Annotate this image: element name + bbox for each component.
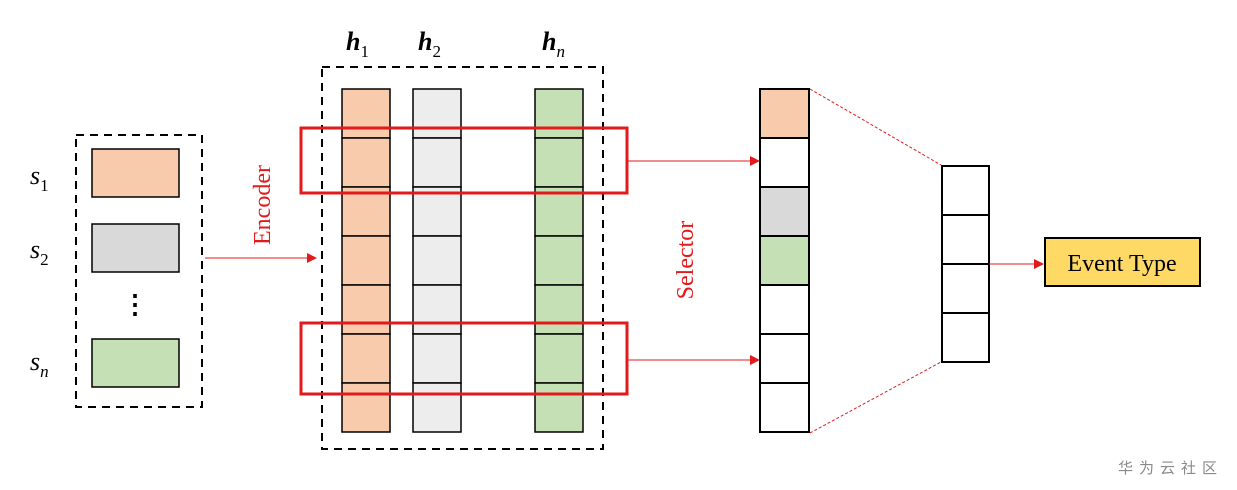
label-s1: s1 bbox=[30, 161, 49, 195]
encoder-hidden-states: h1 h2 hn bbox=[321, 27, 604, 450]
selection-window-top bbox=[299, 126, 629, 195]
label-s2: s2 bbox=[30, 235, 49, 269]
hidden-state-cell bbox=[412, 235, 462, 286]
hidden-state-cell bbox=[534, 186, 584, 237]
sentence-box-s1 bbox=[91, 148, 180, 198]
hidden-state-cell bbox=[412, 137, 462, 188]
selector-label: Selector bbox=[673, 221, 699, 300]
encoder-label: Encoder bbox=[250, 165, 276, 245]
label-h1: h1 bbox=[346, 27, 369, 61]
hidden-state-cell bbox=[341, 88, 391, 139]
selection-window-bottom bbox=[299, 321, 629, 396]
event-type-label: Event Type bbox=[1067, 251, 1176, 277]
hidden-state-cell bbox=[534, 284, 584, 335]
hidden-state-cell bbox=[341, 137, 391, 188]
label-h2: h2 bbox=[418, 27, 441, 61]
sentence-box-s2 bbox=[91, 223, 180, 273]
label-hn: hn bbox=[542, 27, 565, 61]
selected-vector-cell bbox=[759, 284, 810, 335]
hidden-state-cell bbox=[534, 382, 584, 433]
hidden-state-cell bbox=[341, 382, 391, 433]
hidden-state-cell bbox=[341, 284, 391, 335]
selected-vector-cell bbox=[759, 382, 810, 433]
pooled-vector bbox=[941, 165, 990, 363]
event-type-box bbox=[1044, 237, 1201, 287]
hidden-state-cell bbox=[412, 88, 462, 139]
pooled-vector-cell bbox=[941, 165, 990, 216]
watermark: 华为云社区 bbox=[1117, 459, 1223, 477]
input-dashed-box bbox=[75, 134, 203, 408]
ellipsis: ⋮ bbox=[122, 290, 148, 319]
hidden-state-column-3 bbox=[534, 88, 584, 433]
sentence-box-sn bbox=[91, 338, 180, 388]
selected-vector-cell bbox=[759, 186, 810, 237]
projection-line-bottom bbox=[809, 361, 942, 434]
encoder-connector: Encoder bbox=[205, 165, 317, 263]
pooled-vector-cell bbox=[941, 312, 990, 363]
hidden-state-column-2 bbox=[412, 88, 462, 433]
hidden-state-cell bbox=[341, 235, 391, 286]
pooled-vector-cell bbox=[941, 214, 990, 265]
selected-vector-cell bbox=[759, 88, 810, 139]
hidden-state-cell bbox=[534, 235, 584, 286]
encoder-dashed-box bbox=[321, 66, 604, 450]
projection-line-top bbox=[809, 88, 942, 166]
hidden-state-cell bbox=[534, 333, 584, 384]
hidden-state-cell bbox=[412, 284, 462, 335]
hidden-state-cell bbox=[534, 88, 584, 139]
hidden-state-cell bbox=[412, 333, 462, 384]
selected-vector-cell bbox=[759, 137, 810, 188]
selected-vector-cell bbox=[759, 333, 810, 384]
selection-windows: Selector bbox=[299, 126, 760, 396]
hidden-state-cell bbox=[412, 382, 462, 433]
hidden-state-cell bbox=[341, 186, 391, 237]
label-sn: sn bbox=[30, 347, 49, 381]
selected-vector bbox=[759, 88, 810, 433]
hidden-state-column-1 bbox=[341, 88, 391, 433]
input-sentences-group: ⋮ s1 s2 sn bbox=[30, 134, 203, 408]
selected-vector-cell bbox=[759, 235, 810, 286]
hidden-state-cell bbox=[534, 137, 584, 188]
hidden-state-cell bbox=[341, 333, 391, 384]
pooled-vector-cell bbox=[941, 263, 990, 314]
